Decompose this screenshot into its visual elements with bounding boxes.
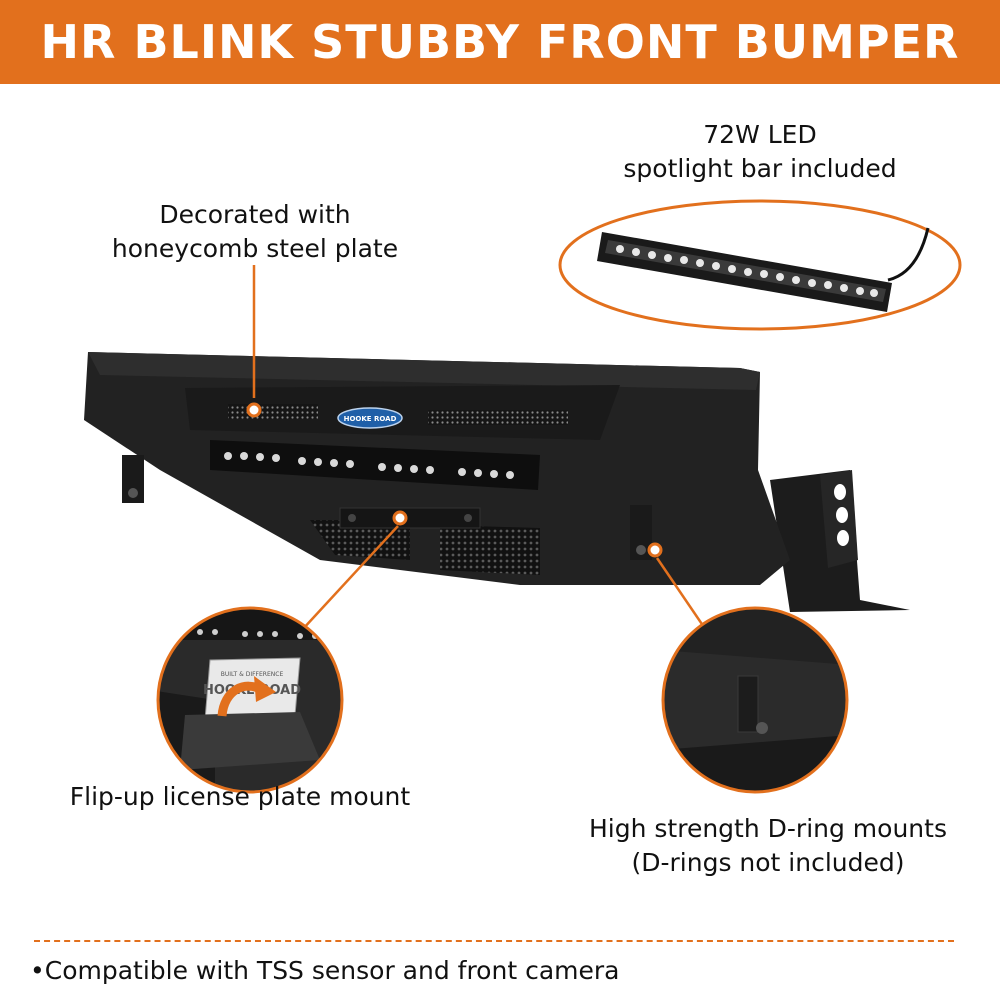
divider xyxy=(34,940,954,942)
license-plate-zoom: BUILT & DIFFERENCE HOOKE ROAD xyxy=(156,606,344,794)
d-ring-label-line2: (D-rings not included) xyxy=(631,848,905,877)
led-bar-label-line2: spotlight bar included xyxy=(623,154,897,183)
title-banner: HR BLINK STUBBY FRONT BUMPER xyxy=(0,0,1000,84)
led-bar-label: 72W LED spotlight bar included xyxy=(560,118,960,186)
license-label-line1: Flip-up license plate mount xyxy=(69,782,411,811)
flip-arrow-icon xyxy=(254,676,276,702)
d-ring-label-line1: High strength D-ring mounts xyxy=(589,814,947,843)
logo-text: HOOKE ROAD xyxy=(344,415,397,423)
d-ring-label: High strength D-ring mounts (D-rings not… xyxy=(548,812,988,880)
honeycomb-label: Decorated with honeycomb steel plate xyxy=(80,198,430,266)
led-bar-callout xyxy=(558,199,962,331)
page-title: HR BLINK STUBBY FRONT BUMPER xyxy=(40,15,960,69)
honeycomb-label-line2: honeycomb steel plate xyxy=(111,234,399,263)
plate-top-text: BUILT & DIFFERENCE xyxy=(221,671,284,678)
led-bar-label-line1: 72W LED xyxy=(703,120,817,149)
bumper-image: HOOKE ROAD xyxy=(84,352,910,612)
led-bar-image xyxy=(597,227,930,312)
d-ring-zoom xyxy=(661,606,849,794)
brand-logo: HOOKE ROAD xyxy=(337,407,403,429)
license-label: Flip-up license plate mount xyxy=(30,780,450,814)
callout-lines xyxy=(246,265,712,637)
honeycomb-label-line1: Decorated with xyxy=(159,200,351,229)
feature-item: •Compatible with TSS sensor and front ca… xyxy=(30,956,620,985)
